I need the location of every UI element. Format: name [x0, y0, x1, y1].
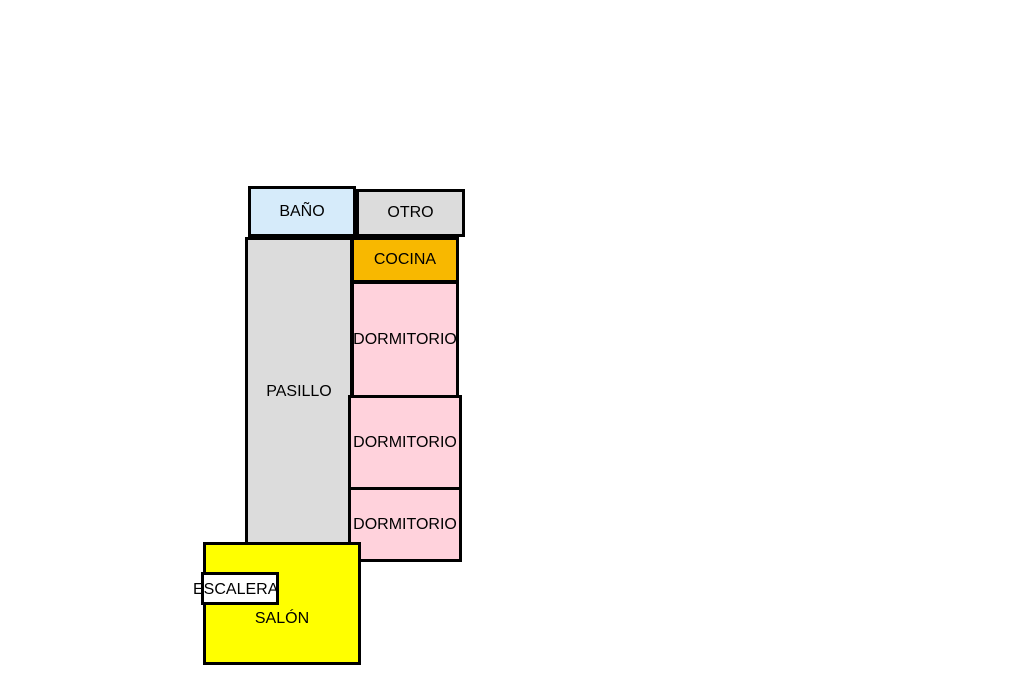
room-label-pasillo: PASILLO [266, 383, 332, 400]
room-dormitorio-1: DORMITORIO [351, 281, 459, 398]
room-pasillo: PASILLO [245, 237, 353, 547]
room-label-dormitorio-3: DORMITORIO [353, 515, 457, 533]
room-dormitorio-3: DORMITORIO [348, 487, 462, 562]
room-bano: BAÑO [248, 186, 356, 237]
room-label-dormitorio-2: DORMITORIO [353, 433, 457, 451]
room-label-otro: OTRO [387, 204, 434, 221]
stair-label: ESCALERA [193, 581, 279, 598]
room-label-bano: BAÑO [279, 202, 325, 220]
stair-box [201, 572, 279, 605]
room-label-dormitorio-1: DORMITORIO [353, 330, 457, 348]
room-otro: OTRO [356, 189, 465, 237]
room-label-salon: SALÓN [254, 610, 310, 627]
room-dormitorio-2: DORMITORIO [348, 395, 462, 490]
room-label-cocina: COCINA [373, 251, 437, 268]
room-cocina: COCINA [351, 237, 459, 283]
